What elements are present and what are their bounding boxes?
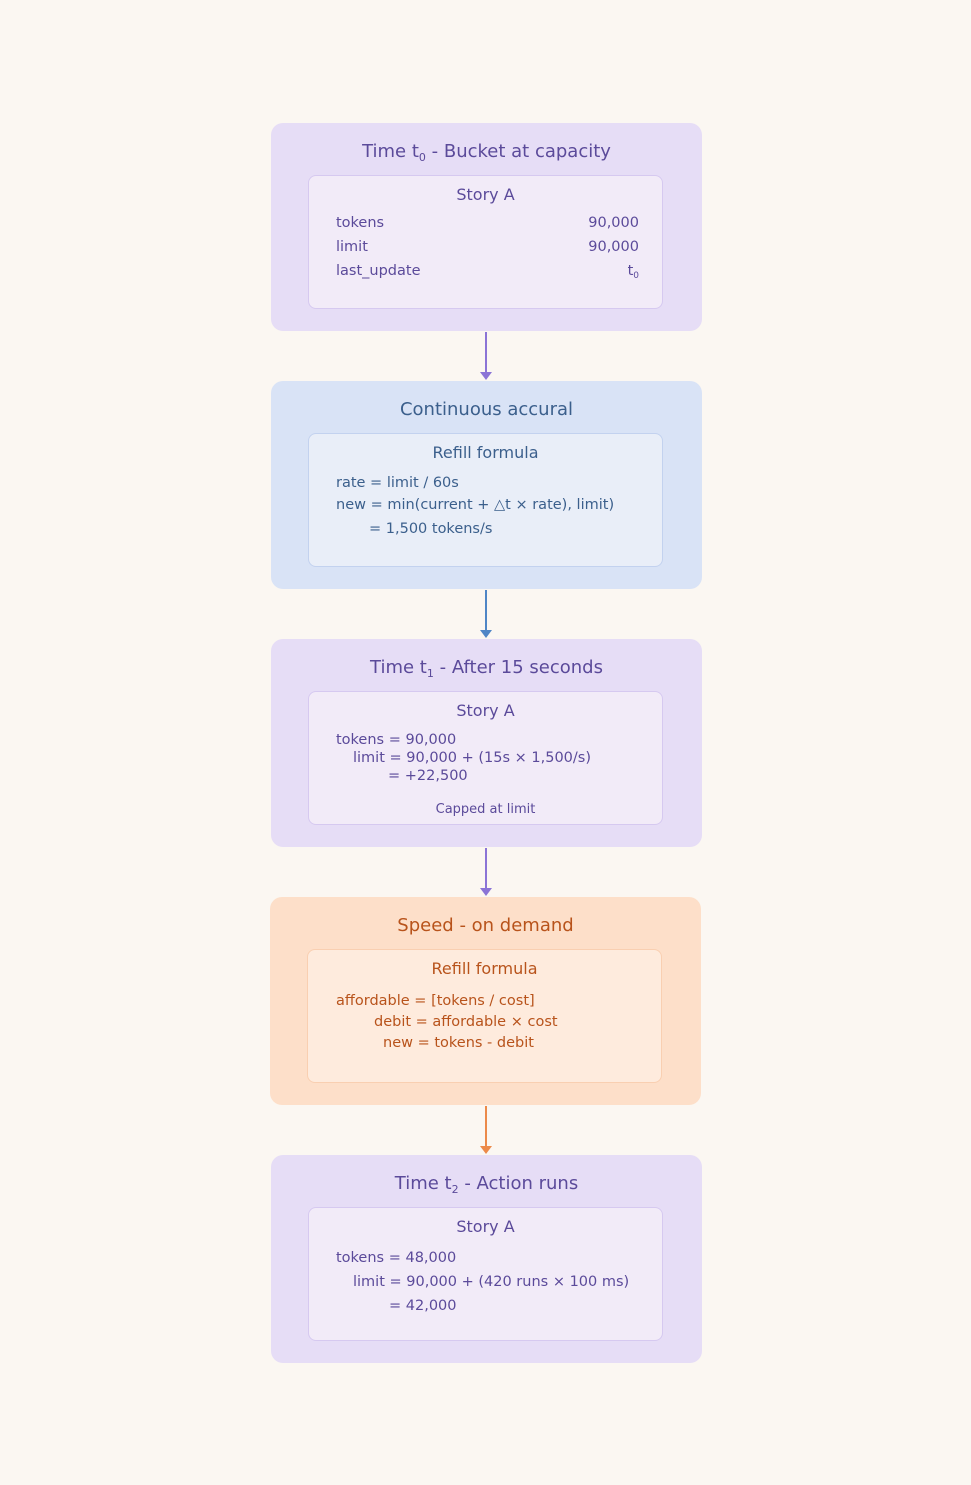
formula-line: rate = limit / 60s	[336, 475, 459, 491]
limit-label: limit	[336, 239, 368, 255]
step-action-runs: Time t2 - Action runs Story A tokens = 4…	[271, 1155, 702, 1363]
limit-value: 90,000	[588, 239, 639, 255]
flow-arrow	[480, 1106, 492, 1154]
formula-line: = +22,500	[388, 768, 468, 784]
formula-line: limit = 90,000 + (15s × 1,500/s)	[353, 750, 592, 766]
refill-formula-panel: Refill formula affordable = [tokens / co…	[307, 949, 662, 1083]
panel-title: Refill formula	[431, 959, 538, 978]
panel-title: Refill formula	[432, 443, 539, 462]
story-a-panel: Story A tokens 90,000 limit 90,000 last_…	[308, 175, 663, 309]
step-title: Time t0 - Bucket at capacity	[362, 141, 611, 164]
panel-title: Story A	[456, 701, 515, 720]
formula-line: new = tokens - debit	[383, 1035, 534, 1051]
story-a-panel: Story A tokens = 48,000 limit = 90,000 +…	[308, 1207, 663, 1341]
step-title: Continuous accural	[399, 399, 574, 420]
flow-arrow	[480, 590, 492, 638]
panel-title: Story A	[456, 1217, 515, 1236]
step-continuous-accural: Continuous accural Refill formula rate =…	[271, 381, 702, 589]
step-title: Time t2 - Action runs	[394, 1173, 579, 1196]
formula-line: new = min(current + △t × rate), limit)	[336, 497, 615, 513]
step-title: Time t1 - After 15 seconds	[370, 657, 603, 680]
formula-line: = 42,000	[389, 1298, 457, 1314]
formula-line: debit = affordable × cost	[374, 1014, 558, 1030]
step-title: Speed - on demand	[397, 915, 574, 936]
tokens-label: tokens	[336, 215, 385, 231]
flow-arrow	[480, 332, 492, 380]
panel-title: Story A	[456, 185, 515, 204]
last-update-value: t0	[627, 263, 639, 281]
formula-line: tokens = 90,000	[336, 732, 457, 748]
last-update-label: last_update	[336, 263, 421, 279]
story-a-panel: Story A tokens = 90,000 limit = 90,000 +…	[308, 691, 663, 825]
step-after-15-seconds: Time t1 - After 15 seconds Story A token…	[271, 639, 702, 847]
step-speed-on-demand: Speed - on demand Refill formula afforda…	[270, 897, 701, 1105]
formula-line: affordable = [tokens / cost]	[336, 993, 535, 1009]
flow-arrow	[480, 848, 492, 896]
refill-formula-panel: Refill formula rate = limit / 60s new = …	[308, 433, 663, 567]
capped-note: Capped at limit	[435, 802, 536, 817]
formula-line: tokens = 48,000	[336, 1250, 457, 1266]
tokens-value: 90,000	[588, 215, 639, 231]
step-bucket-at-capacity: Time t0 - Bucket at capacity Story A tok…	[271, 123, 702, 331]
formula-line: limit = 90,000 + (420 runs × 100 ms)	[353, 1274, 630, 1290]
formula-line: = 1,500 tokens/s	[369, 521, 493, 537]
